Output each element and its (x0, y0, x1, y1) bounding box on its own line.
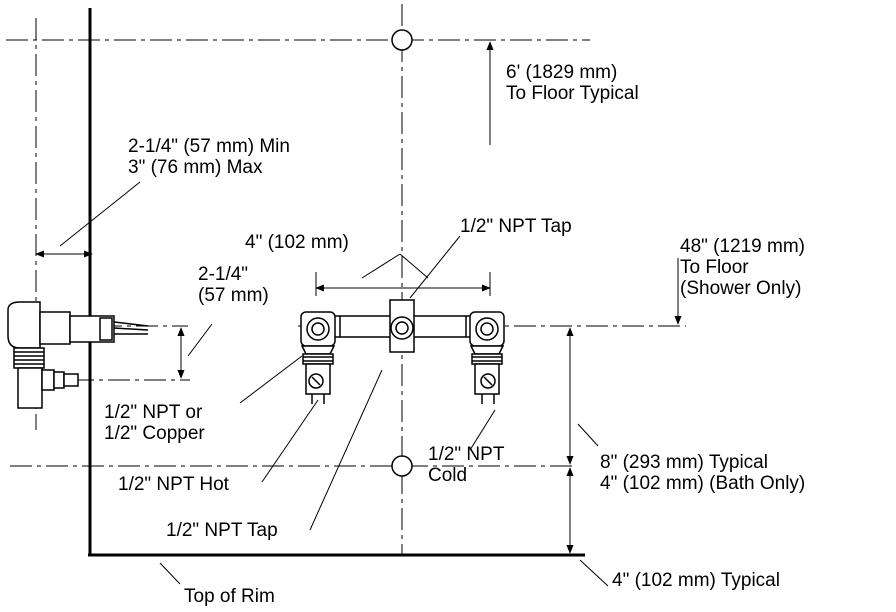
valve-side-view (7, 301, 149, 409)
dimension-lines (35, 41, 682, 554)
valve-body (300, 299, 505, 404)
npt-tap-top-label: 1/2" NPT Tap (460, 216, 572, 237)
min-max-offset-label: 2-1/4" (57 mm) Min 3" (76 mm) Max (128, 136, 290, 178)
npt-tap-bottom-label: 1/2" NPT Tap (166, 520, 278, 541)
upper-tap-circle (391, 29, 413, 51)
npt-or-copper-label: 1/2" NPT or 1/2" Copper (104, 402, 205, 444)
floor-height-48in-label: 48" (1219 mm) To Floor (Shower Only) (680, 236, 806, 299)
typical-4in-label: 4" (102 mm) Typical (612, 570, 780, 591)
leader-lines (59, 181, 609, 587)
lower-tap-circle (391, 455, 413, 477)
typical-8in-label: 8" (293 mm) Typical 4" (102 mm) (Bath On… (600, 452, 806, 494)
top-of-rim-label: Top of Rim (184, 586, 275, 607)
wall-outline (88, 8, 585, 557)
npt-cold-label: 1/2" NPT Cold (428, 444, 505, 486)
spacing-4in-label: 4" (102 mm) (245, 232, 349, 253)
floor-height-6ft-label: 6' (1829 mm) To Floor Typical (506, 62, 639, 104)
npt-hot-label: 1/2" NPT Hot (118, 474, 229, 495)
offset-2-25in-label: 2-1/4" (57 mm) (198, 264, 269, 306)
